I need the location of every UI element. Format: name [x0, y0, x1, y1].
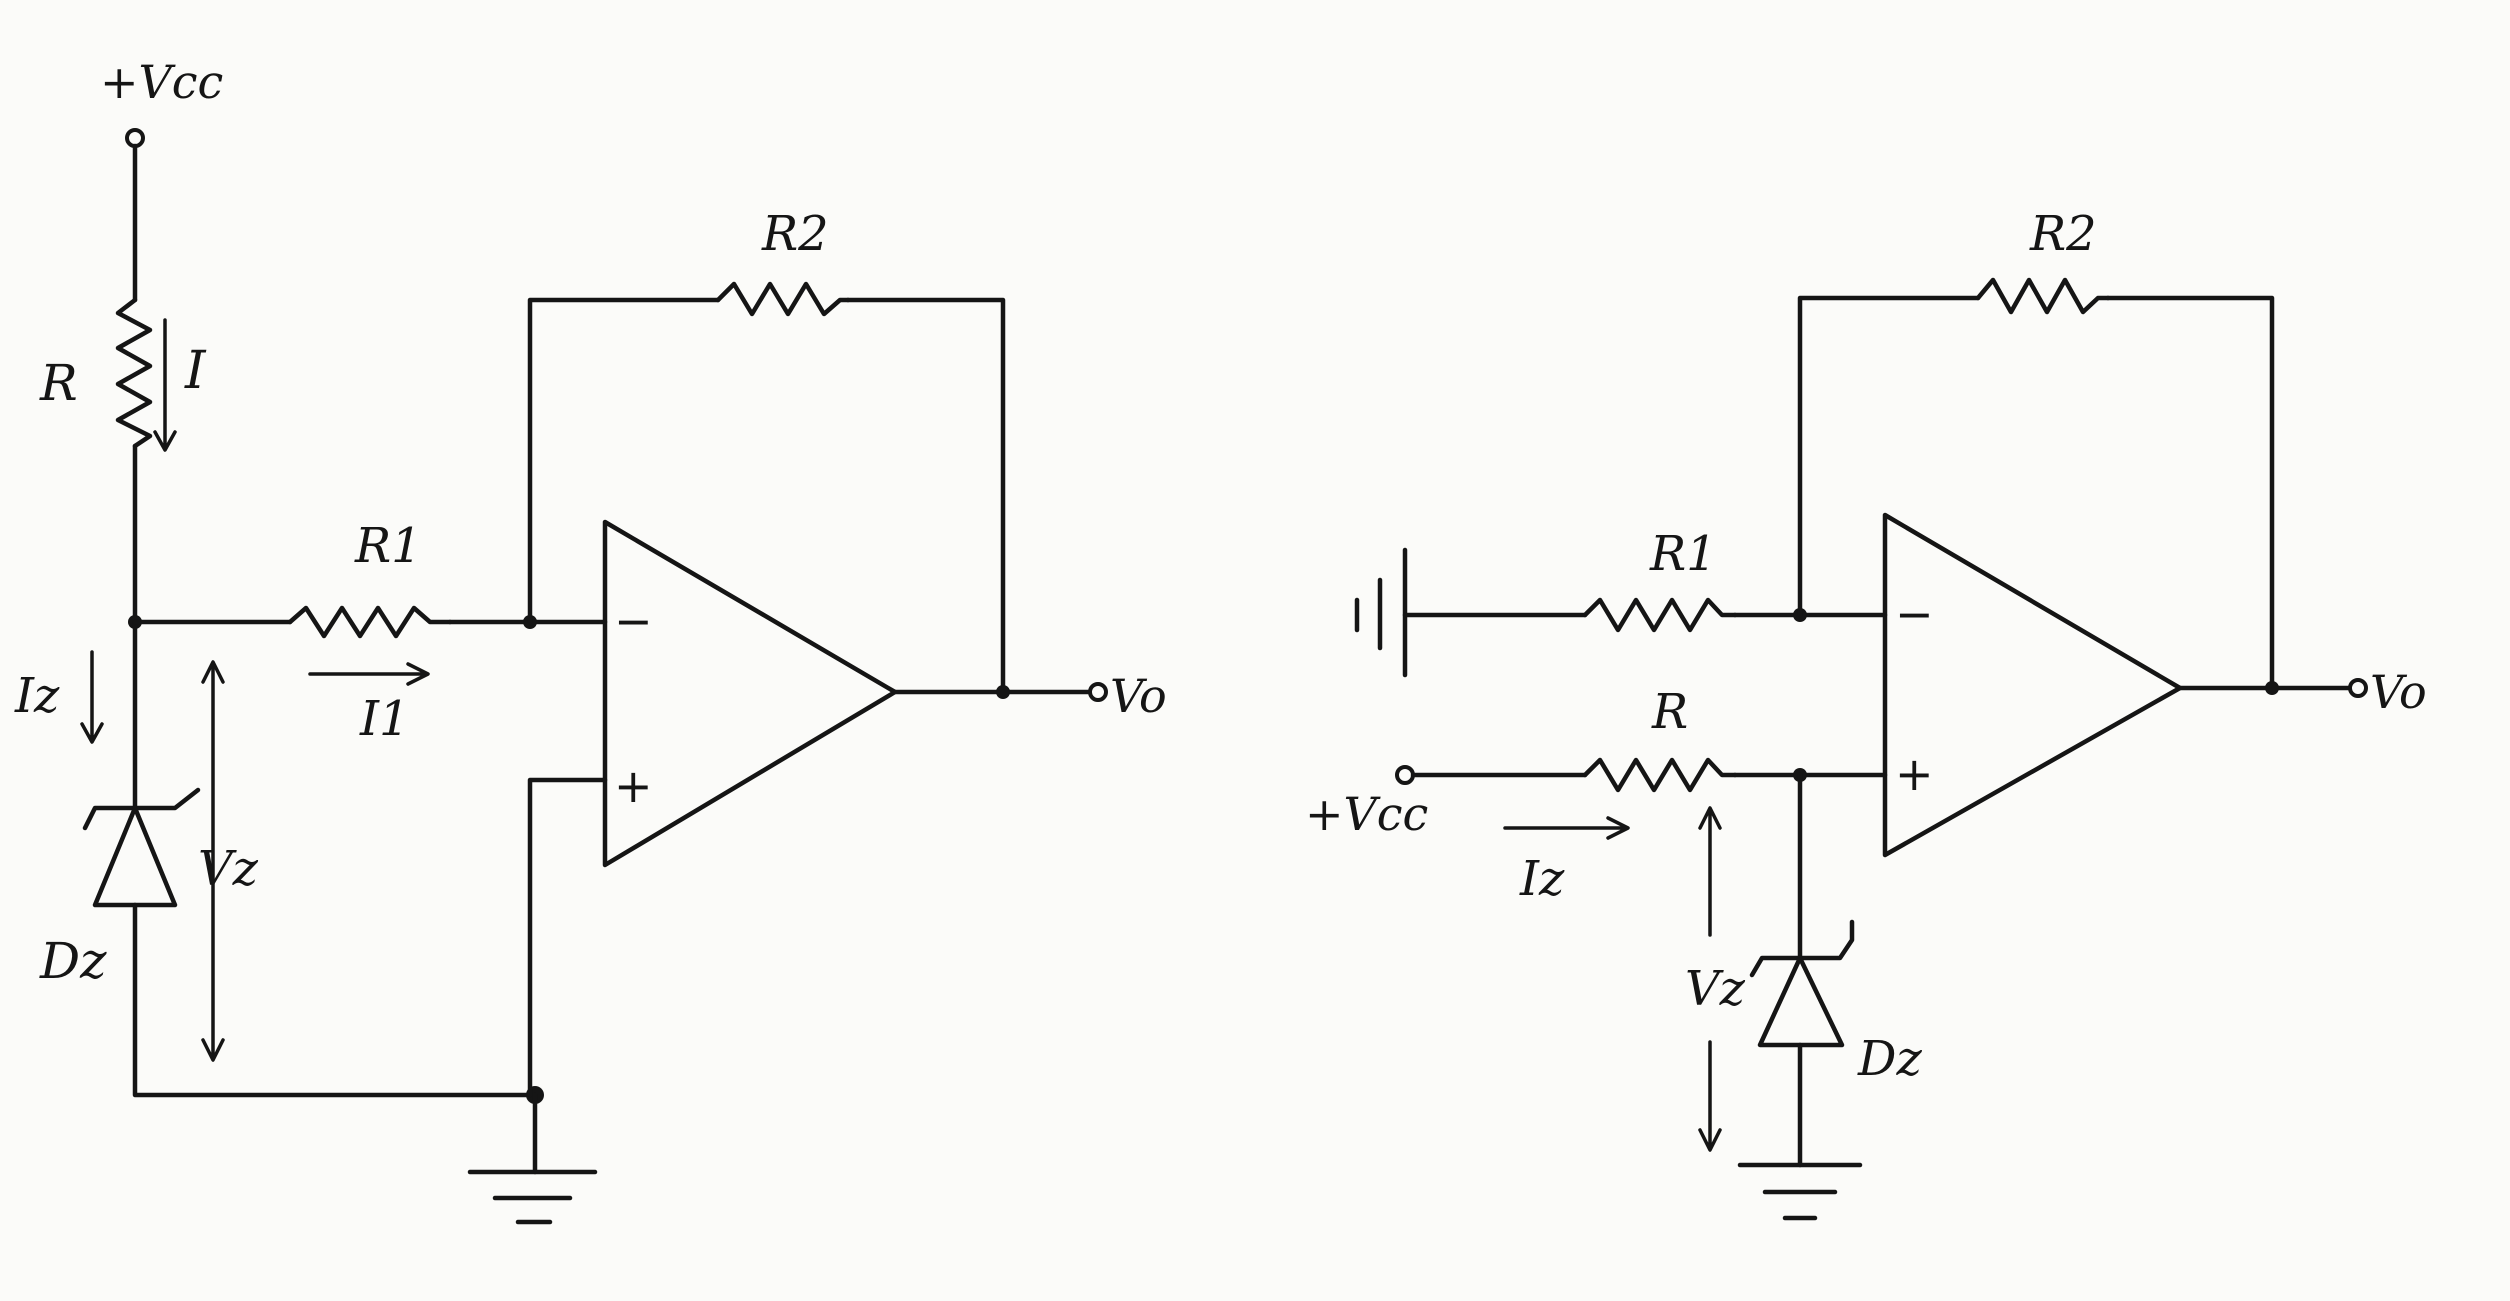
right-output-label: Vo	[2370, 665, 2427, 719]
left-wire-zener-to-rail	[132, 902, 538, 1098]
left-opamp-triangle	[602, 519, 898, 868]
right-opamp-triangle	[1882, 512, 2183, 858]
left-current-i-label: I	[184, 341, 207, 401]
right-resistor-r2	[1975, 277, 2111, 315]
left-resistor-r	[115, 297, 153, 449]
right-ground-symbol	[1354, 547, 1408, 678]
left-zener-voltage-arrow	[201, 660, 225, 1062]
right-current-iz-label: Iz	[1519, 851, 1565, 907]
right-resistor-r1-label: R1	[1649, 526, 1717, 582]
right-vcc-terminal	[1395, 765, 1415, 785]
left-zener-diode-symbol	[82, 787, 201, 908]
left-opamp-minus-sign: −	[614, 594, 653, 648]
right-zener-voltage-label: Vz	[1685, 961, 1746, 1017]
right-opamp-plus-sign: +	[1895, 747, 1934, 801]
right-zener-diode-label: Dz	[1857, 1031, 1922, 1087]
left-wire-noninverting-to-ground	[527, 777, 608, 1098]
left-resistor-r1-label: R1	[354, 518, 422, 574]
left-resistor-r-label: R	[39, 354, 78, 412]
right-resistor-r	[1582, 757, 1738, 793]
left-output-terminal	[1088, 682, 1108, 702]
left-zener-voltage-label: Vz	[198, 841, 259, 897]
left-feedback-wire-right	[845, 297, 1006, 695]
left-current-i1-label: I1	[359, 691, 410, 747]
left-current-i-arrow	[153, 318, 177, 452]
right-resistor-r1	[1582, 597, 1738, 633]
left-ground-symbol	[467, 1092, 598, 1225]
left-feedback-wire-left	[527, 297, 721, 625]
left-zener-diode-label: Dz	[39, 932, 107, 990]
left-circuit: +Vcc R I Iz Dz Vz	[14, 55, 1167, 1225]
right-node-output	[2265, 681, 2279, 695]
right-resistor-r-label: R	[1651, 684, 1688, 740]
right-output-terminal	[2348, 678, 2368, 698]
right-opamp-minus-sign: −	[1895, 587, 1934, 641]
right-current-iz-arrow	[1503, 816, 1630, 840]
left-resistor-r2-label: R2	[761, 206, 829, 262]
left-output-label: Vo	[1110, 669, 1167, 723]
left-node-output	[996, 685, 1010, 699]
left-opamp-plus-sign: +	[614, 759, 653, 813]
left-vcc-label: +Vcc	[100, 55, 223, 109]
right-ground-bottom-symbol	[1737, 1162, 1863, 1221]
left-resistor-r1	[287, 605, 453, 639]
left-current-iz-label: Iz	[14, 668, 60, 724]
right-feedback-wire-left	[1797, 295, 1981, 618]
right-feedback-wire-right	[2105, 295, 2275, 691]
left-vcc-terminal	[125, 128, 145, 148]
left-current-iz-arrow	[80, 650, 104, 744]
left-resistor-r2	[715, 281, 851, 317]
right-zener-voltage-arrow	[1698, 806, 1722, 1152]
left-current-i1-arrow	[308, 662, 430, 686]
right-circuit: R1 R2 − + Vo +Vcc R Iz	[1305, 206, 2427, 1221]
right-resistor-r2-label: R2	[2029, 206, 2097, 262]
right-vcc-label: +Vcc	[1305, 787, 1428, 841]
